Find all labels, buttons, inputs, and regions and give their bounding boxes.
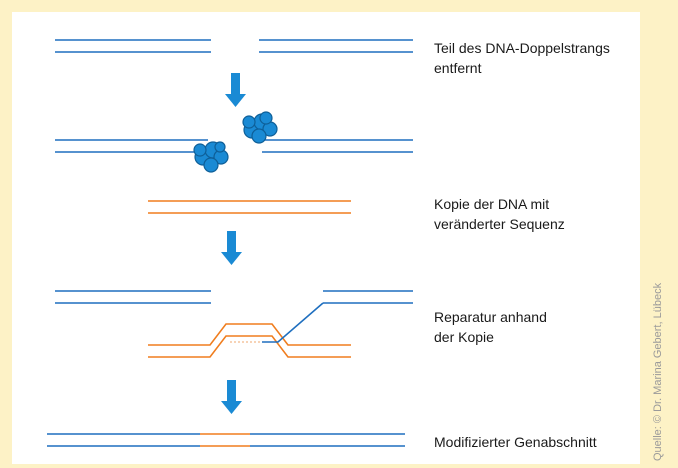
- repair-strands: [55, 290, 413, 358]
- enzyme-blob-icon: [193, 141, 229, 173]
- down-arrow-icon: [221, 380, 242, 414]
- diagram-panel: [12, 12, 640, 464]
- down-arrow-icon: [225, 73, 246, 107]
- dna-gap-strands: [55, 39, 413, 53]
- step-label-removed: Teil des DNA-Doppelstrangs entfernt: [434, 40, 610, 76]
- step-label-copy: Kopie der DNA mit veränderter Sequenz: [434, 196, 565, 232]
- step-label-modified: Modifizierter Genabschnitt: [434, 434, 597, 450]
- enzyme-blob-icon: [242, 111, 278, 144]
- step-label-repair: Reparatur anhand der Kopie: [434, 309, 547, 345]
- dna-cut-strands: [55, 139, 413, 153]
- dna-copy-strands: [148, 200, 351, 214]
- modified-strands: [47, 433, 405, 447]
- source-credit: Quelle: © Dr. Marina Gebert, Lübeck: [652, 282, 664, 461]
- down-arrow-icon: [221, 231, 242, 265]
